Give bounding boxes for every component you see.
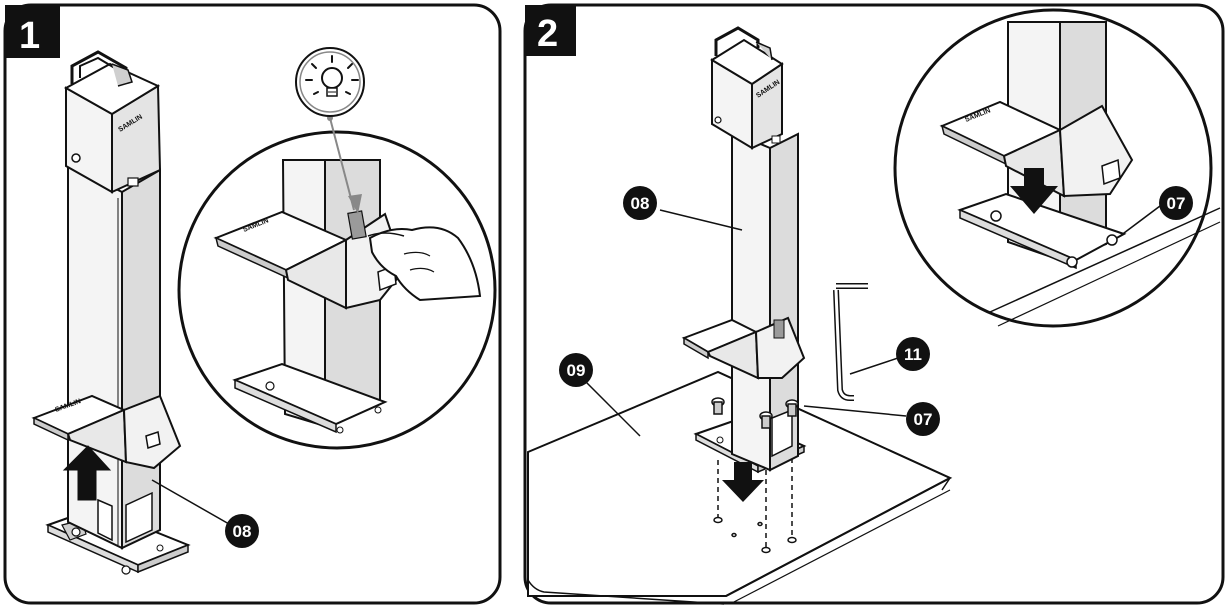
lightbulb-tip-icon xyxy=(295,47,365,117)
sticker-tab xyxy=(347,210,367,240)
step-number: 1 xyxy=(19,15,40,57)
svg-text:11: 11 xyxy=(904,345,922,364)
svg-text:09: 09 xyxy=(567,361,586,380)
svg-text:07: 07 xyxy=(1167,194,1186,213)
post-head: SAMLIN xyxy=(710,26,784,150)
step-2-panel: 2 xyxy=(520,0,1228,609)
hex-key-icon xyxy=(833,283,868,401)
step-badge xyxy=(5,5,60,58)
svg-text:07: 07 xyxy=(914,410,933,429)
sticker-tab xyxy=(773,319,785,339)
finger-press-icon xyxy=(367,226,482,302)
step-badge xyxy=(525,5,576,56)
callout-08: 08 xyxy=(225,514,259,548)
detail-zoom-circle: SAMLIN xyxy=(893,8,1221,328)
arrow-down-icon xyxy=(722,462,764,502)
callout-08: 08 xyxy=(623,186,657,220)
svg-text:08: 08 xyxy=(631,194,650,213)
step-number: 2 xyxy=(537,13,558,55)
callout-07-detail: 07 xyxy=(1159,186,1193,220)
screw-icon xyxy=(711,397,799,429)
step-1-panel: 1 SAMLIN SAMLIN xyxy=(0,0,506,609)
callout-07: 07 xyxy=(906,402,940,436)
step-2-illustration: 2 xyxy=(523,3,1225,605)
arrow-up-icon xyxy=(62,445,112,501)
step-1-illustration: 1 SAMLIN SAMLIN xyxy=(3,3,502,605)
cover-collar xyxy=(681,316,806,380)
tip-pointer-line xyxy=(329,117,355,211)
svg-text:08: 08 xyxy=(233,522,252,541)
alignment-dashes xyxy=(717,458,793,548)
callout-leader xyxy=(151,479,237,529)
post-head: SAMLIN xyxy=(63,50,162,194)
cover-collar: SAMLIN xyxy=(31,394,182,470)
callout-09: 09 xyxy=(559,353,593,387)
callout-11: 11 xyxy=(896,337,930,371)
